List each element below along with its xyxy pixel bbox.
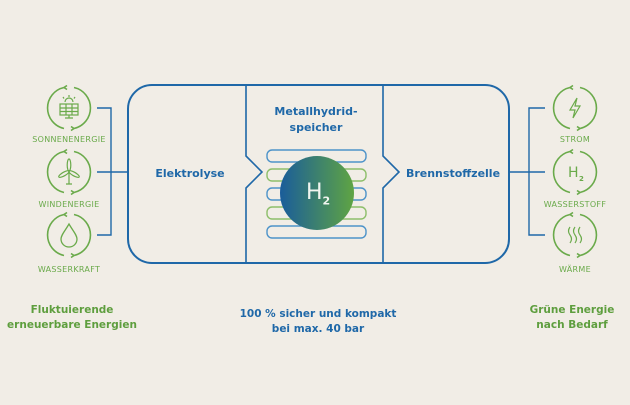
stage-storage-line2: speicher bbox=[289, 121, 343, 134]
input-label-hydro: WASSERKRAFT bbox=[37, 265, 101, 274]
h2-symbol: H2 bbox=[306, 180, 330, 207]
process-box bbox=[127, 84, 510, 264]
caption-center: 100 % sicher und kompakt bei max. 40 bar bbox=[240, 307, 397, 337]
caption-left-line2: erneuerbare Energien bbox=[7, 319, 137, 331]
stage-electrolysis: Elektrolyse bbox=[155, 167, 225, 180]
h2-letter: H bbox=[306, 180, 323, 205]
input-connector bbox=[97, 107, 128, 236]
caption-center-line2: bei max. 40 bar bbox=[271, 323, 365, 335]
water-drop-icon bbox=[46, 211, 92, 259]
wind-turbine-icon bbox=[46, 148, 92, 196]
caption-right: Grüne Energie nach Bedarf bbox=[530, 303, 615, 333]
solar-panel-icon bbox=[46, 84, 92, 132]
caption-left-line1: Fluktuierende bbox=[30, 304, 114, 316]
heat-waves-icon bbox=[552, 211, 598, 259]
caption-right-line1: Grüne Energie bbox=[529, 304, 615, 316]
stage-storage: Metallhydrid- speicher bbox=[274, 104, 357, 136]
stage-fuel-cell: Brennstoffzelle bbox=[405, 167, 501, 180]
output-connector bbox=[509, 107, 545, 236]
input-label-wind: WINDENERGIE bbox=[38, 200, 100, 209]
svg-text:H: H bbox=[568, 165, 579, 181]
caption-center-line1: 100 % sicher und kompakt bbox=[239, 308, 397, 320]
caption-right-line2: nach Bedarf bbox=[536, 319, 608, 331]
h2-subscript: 2 bbox=[322, 194, 331, 208]
divider-electrolysis-storage bbox=[245, 85, 264, 263]
caption-left: Fluktuierende erneuerbare Energien bbox=[7, 303, 137, 333]
output-label-heat: WÄRME bbox=[559, 265, 591, 274]
hydrogen-icon: H 2 bbox=[552, 148, 598, 196]
divider-storage-fuelcell bbox=[382, 85, 401, 263]
hydrogen-sphere bbox=[280, 156, 354, 230]
input-label-solar: SONNENENERGIE bbox=[32, 135, 106, 144]
stage-storage-line1: Metallhydrid- bbox=[274, 105, 358, 118]
svg-text:2: 2 bbox=[579, 175, 584, 183]
output-label-power: STROM bbox=[559, 135, 591, 144]
output-label-hydrogen: WASSERSTOFF bbox=[543, 200, 607, 209]
lightning-icon bbox=[552, 84, 598, 132]
